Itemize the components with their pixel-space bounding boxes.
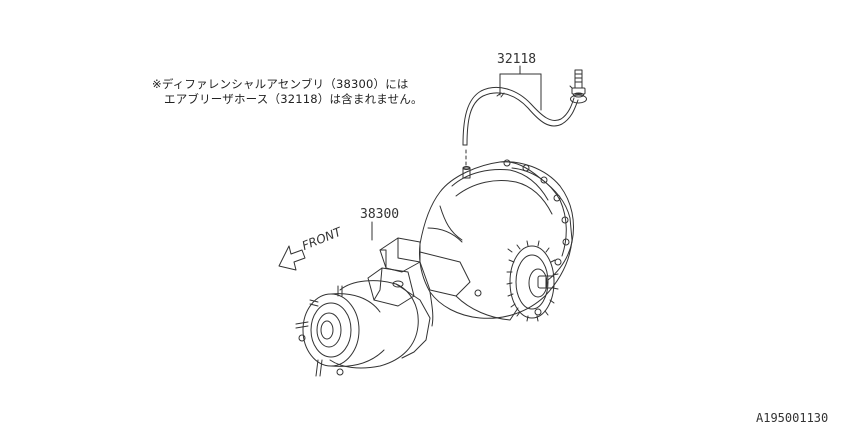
part-number-38300: 38300 <box>360 207 400 222</box>
air-breather-hose <box>463 87 578 168</box>
note-line-2: エアブリーザホース（32118）は含まれません。 <box>164 92 423 106</box>
figure-id: A195001130 <box>756 411 829 425</box>
flange-studs <box>296 286 343 376</box>
front-arrow-icon <box>279 246 305 270</box>
part-number-32118: 32118 <box>497 52 537 67</box>
note-line-1: ※ディファレンシャルアセンブリ（38300）には <box>152 77 409 91</box>
breather-bolt <box>570 70 587 103</box>
leader-32118 <box>500 66 541 110</box>
cover-bolts <box>504 160 569 265</box>
differential-assembly <box>296 160 574 376</box>
